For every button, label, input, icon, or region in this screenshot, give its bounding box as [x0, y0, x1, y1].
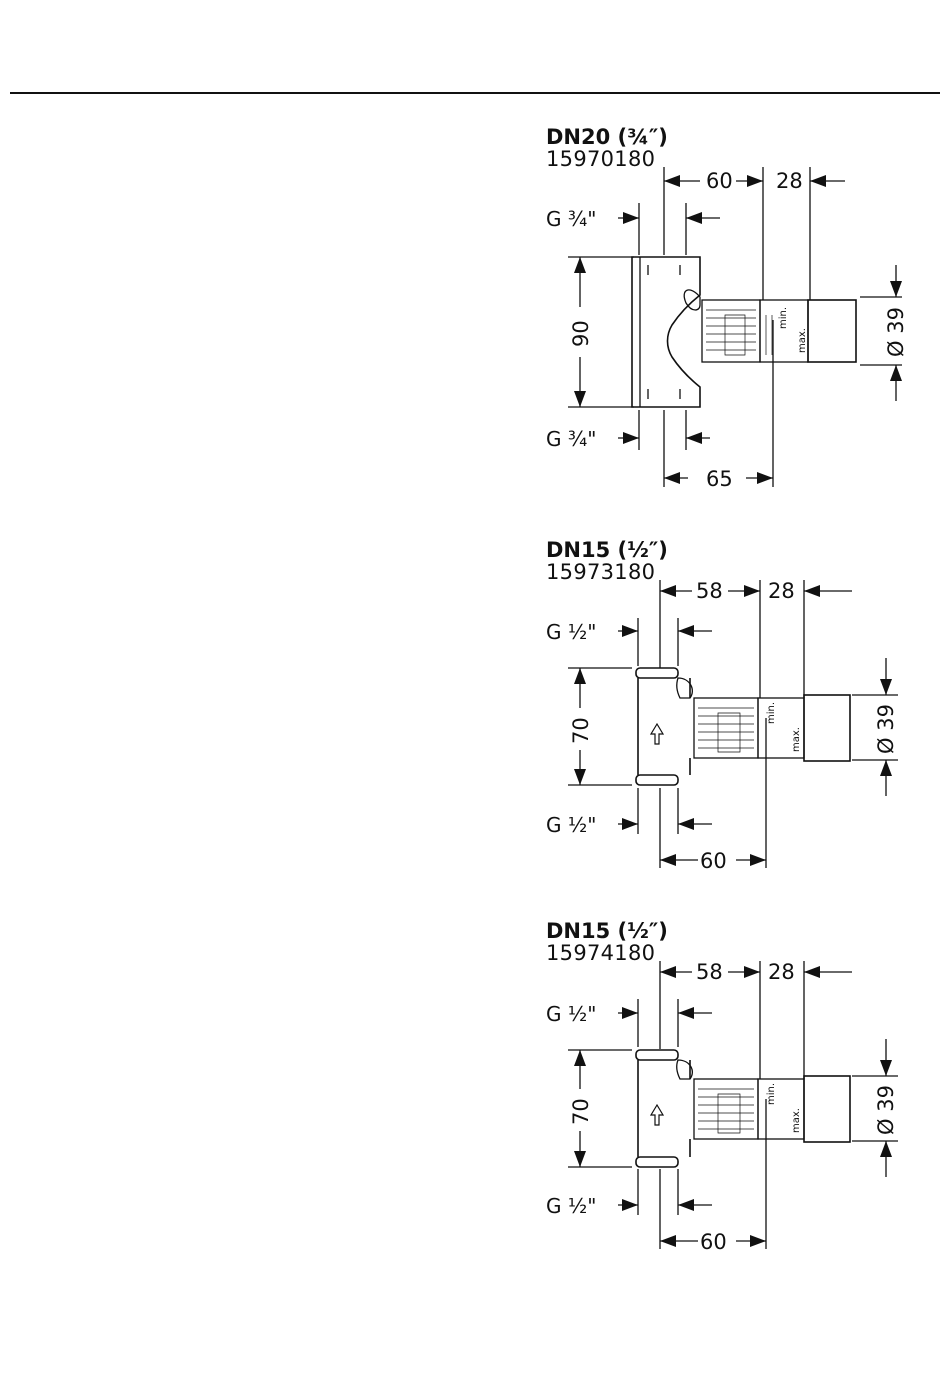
top-rule — [10, 92, 940, 94]
dimension-a: 60 — [706, 169, 733, 193]
dimension-diameter: Ø 39 — [874, 704, 898, 754]
technical-drawing: 60 28 G ¾" G ¾" 90 Ø 39 65 min. max. — [540, 125, 940, 505]
thread-top: G ¾" — [546, 207, 596, 231]
label-min: min. — [766, 702, 777, 724]
drawing-dn15-b: DN15 (½″) 15974180 — [540, 919, 940, 1299]
technical-drawing: 58 28 G ½" G ½" 70 Ø 39 60 min. max. — [540, 919, 940, 1299]
thread-top: G ½" — [546, 620, 596, 644]
dimension-height: 90 — [569, 320, 593, 347]
dimension-height: 70 — [569, 717, 593, 744]
dimension-c: 65 — [706, 467, 733, 491]
dimension-c: 60 — [700, 1230, 727, 1254]
label-max: max. — [791, 1108, 802, 1133]
label-min: min. — [766, 1083, 777, 1105]
thread-top: G ½" — [546, 1002, 596, 1026]
dimension-c: 60 — [700, 849, 727, 873]
dimension-diameter: Ø 39 — [884, 307, 908, 357]
dimension-a: 58 — [696, 579, 723, 603]
label-min: min. — [778, 307, 789, 329]
thread-bottom: G ½" — [546, 813, 596, 837]
dimension-b: 28 — [776, 169, 803, 193]
dimension-height: 70 — [569, 1098, 593, 1125]
drawing-dn15-a: DN15 (½″) 15973180 — [540, 538, 940, 918]
drawing-dn20: DN20 (¾″) 15970180 — [540, 125, 940, 505]
thread-bottom: G ¾" — [546, 427, 596, 451]
dimension-b: 28 — [768, 579, 795, 603]
dimension-b: 28 — [768, 960, 795, 984]
label-max: max. — [791, 727, 802, 752]
technical-drawing: 58 28 G ½" G ½" 70 Ø 39 60 min. max. — [540, 538, 940, 918]
dimension-diameter: Ø 39 — [874, 1085, 898, 1135]
thread-bottom: G ½" — [546, 1194, 596, 1218]
label-max: max. — [797, 328, 808, 353]
dimension-a: 58 — [696, 960, 723, 984]
